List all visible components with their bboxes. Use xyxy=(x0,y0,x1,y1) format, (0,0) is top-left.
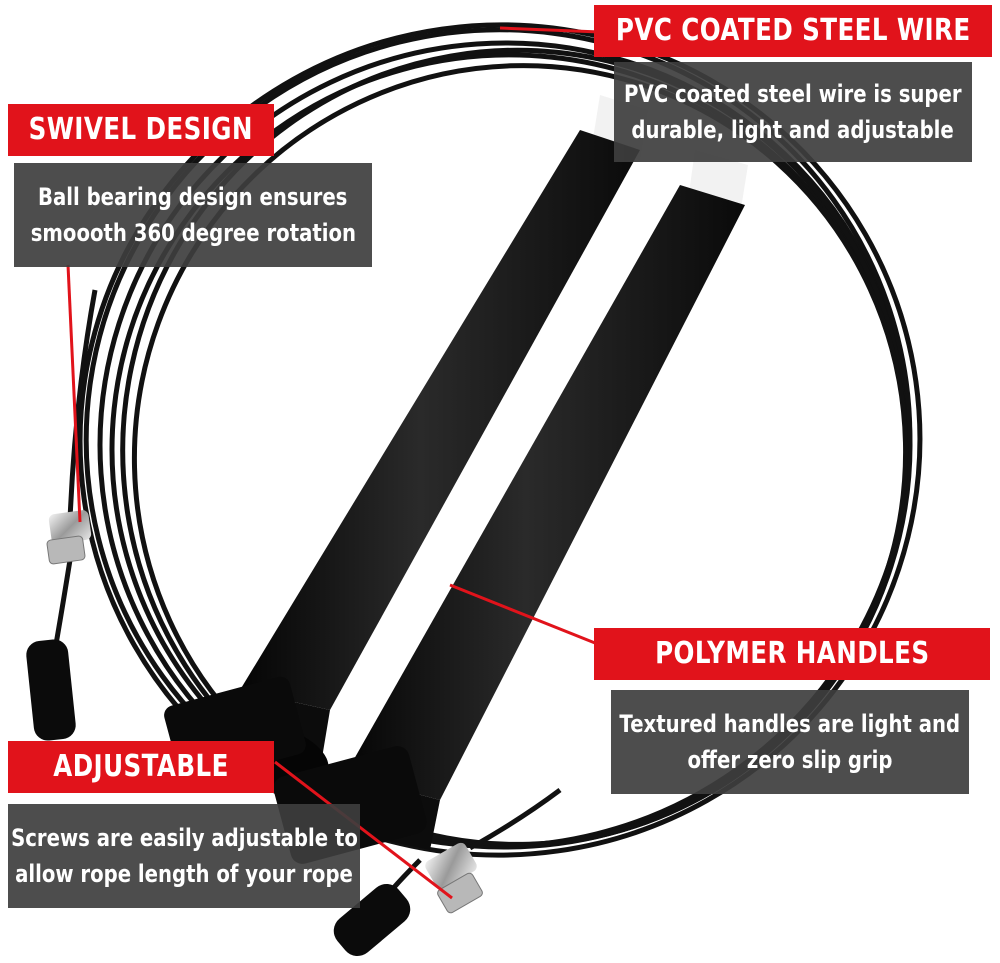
adjustable-description: Screws are easily adjustable to allow ro… xyxy=(8,804,360,908)
swivel-design-description: Ball bearing design ensures smoooth 360 … xyxy=(14,163,372,267)
pvc-wire-title-text: PVC COATED STEEL WIRE xyxy=(615,13,971,48)
adjustable-pointer-line xyxy=(274,760,453,900)
polymer-handles-title: POLYMER HANDLES xyxy=(594,628,990,680)
polymer-handles-description-line1: Textured handles are light and xyxy=(619,710,961,738)
polymer-handles-title-text: POLYMER HANDLES xyxy=(654,636,930,671)
pvc-wire-description-line1: PVC coated steel wire is super xyxy=(624,80,962,108)
adjustable-description-line1: Screws are easily adjustable to xyxy=(10,824,358,852)
swivel-pointer-line xyxy=(66,264,82,523)
callout-pointer-lines xyxy=(66,26,601,900)
swivel-design-description-line2: smoooth 360 degree rotation xyxy=(30,219,356,247)
adjustable-title-text: ADJUSTABLE xyxy=(53,749,229,784)
swivel-design-title-text: SWIVEL DESIGN xyxy=(28,112,254,147)
swivel-design-title: SWIVEL DESIGN xyxy=(8,104,274,156)
pvc-wire-description: PVC coated steel wire is super durable, … xyxy=(614,62,972,162)
pvc-wire-description-line2: durable, light and adjustable xyxy=(631,116,955,144)
pvc-wire-title: PVC COATED STEEL WIRE xyxy=(594,5,992,57)
polymer-handles-description-line2: offer zero slip grip xyxy=(687,746,893,774)
adjustable-description-line2: allow rope length of your rope xyxy=(15,860,353,888)
pvc-pointer-line xyxy=(499,26,601,34)
handles-pointer-line xyxy=(449,583,601,647)
polymer-handles-description: Textured handles are light and offer zer… xyxy=(611,690,969,794)
swivel-design-description-line1: Ball bearing design ensures xyxy=(38,183,348,211)
bottom-swivel-fitting xyxy=(333,842,483,957)
adjustable-title: ADJUSTABLE xyxy=(8,741,274,793)
